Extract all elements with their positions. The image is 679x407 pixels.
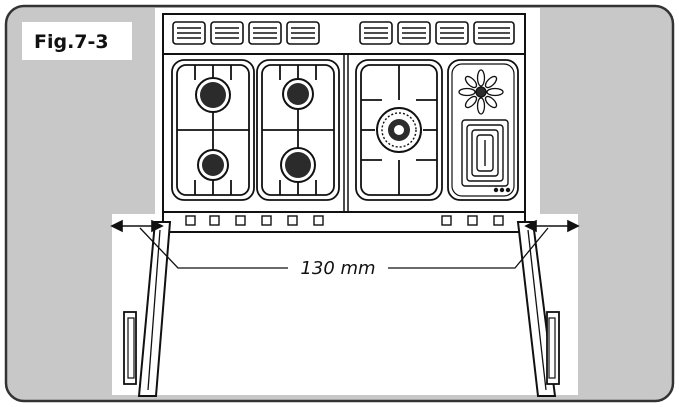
burner-front-left — [195, 77, 231, 113]
burner-front-middle — [282, 78, 314, 110]
double-arrow-icon — [110, 219, 164, 233]
dimension-label: 130 mm — [300, 258, 375, 279]
spiral-coil-icon — [461, 119, 511, 193]
double-arrow-icon — [524, 219, 580, 233]
hotplate-area — [447, 59, 519, 201]
burner-wok — [376, 107, 422, 153]
left-door — [123, 221, 172, 397]
vent-group-right — [359, 21, 515, 45]
figure-label-box — [22, 22, 132, 60]
vent-group-left — [172, 21, 320, 45]
right-door — [516, 221, 560, 397]
flower-icon — [458, 69, 504, 115]
control-knobs — [185, 215, 504, 226]
burner-rear-left — [197, 149, 229, 181]
figure-label: Fig.7-3 — [34, 31, 109, 53]
leader-line-right — [388, 227, 549, 269]
pan-support-wok — [355, 59, 443, 201]
leader-line-left — [139, 227, 288, 269]
backguard — [162, 13, 526, 55]
backguard-vents — [172, 21, 515, 45]
burner-rear-middle — [280, 147, 316, 183]
